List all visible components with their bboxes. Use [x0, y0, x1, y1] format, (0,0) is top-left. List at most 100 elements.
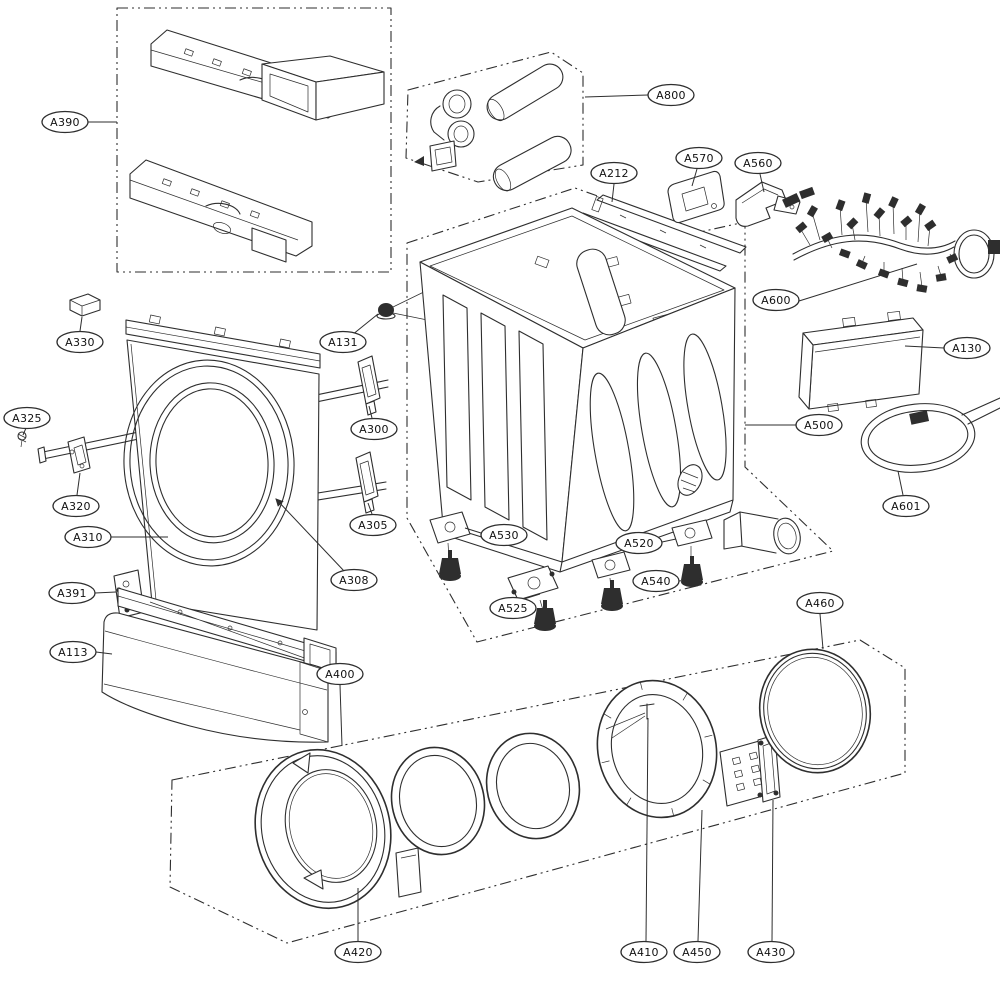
callout-A500: A500 [795, 413, 843, 437]
callout-A325: A325 [3, 406, 51, 430]
door-inner-frame-art [596, 679, 718, 819]
rod-brackets-art [17, 355, 381, 514]
callout-label: A320 [61, 500, 91, 513]
callout-A308: A308 [330, 568, 378, 592]
leader-line-A325 [22, 427, 27, 436]
callout-A400: A400 [316, 662, 364, 686]
lower-frame-art [113, 569, 337, 677]
front-panel-art [123, 314, 321, 631]
leader-line-A430 [771, 799, 774, 942]
callout-A520: A520 [615, 531, 663, 555]
door-glass-ring-art [485, 732, 581, 840]
callout-label: A520 [624, 537, 654, 550]
callout-A430: A430 [747, 940, 795, 964]
leader-line-A520 [661, 538, 677, 543]
base-brackets-art [429, 511, 713, 611]
callout-label: A212 [599, 167, 629, 180]
callout-label: A330 [65, 336, 95, 349]
cover-plate-art [667, 170, 725, 224]
callout-A390: A390 [41, 110, 89, 134]
frame-group-dashed-box [116, 7, 392, 273]
callout-label: A305 [358, 519, 388, 532]
leader-line-A320 [76, 472, 81, 496]
callout-label: A390 [50, 116, 80, 129]
leader-line-A525 [523, 593, 541, 600]
exhaust-duct-dashed-box [405, 51, 584, 183]
callout-A560: A560 [734, 151, 782, 175]
clip-art [69, 293, 101, 317]
leader-line-A130 [904, 345, 945, 349]
leader-line-A570 [691, 168, 698, 187]
leader-line-A530 [464, 527, 482, 534]
control-box-art [798, 310, 924, 412]
exhaust-duct-art [414, 63, 572, 192]
callout-A410: A410 [620, 940, 668, 964]
leader-line-A308 [275, 498, 346, 573]
cabinet-art [419, 207, 801, 573]
door-hinge-art [719, 734, 781, 807]
callout-label: A400 [325, 668, 355, 681]
callout-A310: A310 [64, 525, 112, 549]
callout-label: A308 [339, 574, 369, 587]
callout-label: A391 [57, 587, 87, 600]
leader-line-A113 [95, 651, 113, 655]
callout-A131: A131 [319, 330, 367, 354]
leader-line-A410 [645, 717, 649, 942]
callout-label: A450 [682, 946, 712, 959]
callout-label: A310 [73, 531, 103, 544]
callout-label: A430 [756, 946, 786, 959]
callout-A391: A391 [48, 581, 96, 605]
callout-A450: A450 [673, 940, 721, 964]
callout-label: A530 [489, 529, 519, 542]
callout-label: A800 [656, 89, 686, 102]
callout-A305: A305 [349, 513, 397, 537]
leader-line-A601 [897, 470, 904, 496]
callout-A460: A460 [796, 591, 844, 615]
leader-line-A212 [611, 183, 615, 203]
harness-connectors [782, 186, 959, 293]
callout-label: A460 [805, 597, 835, 610]
callout-A212: A212 [590, 161, 638, 185]
door-group-dashed-box [169, 639, 906, 944]
callout-label: A325 [12, 412, 42, 425]
leader-line-A540 [678, 579, 688, 582]
leader-line-A600 [798, 263, 918, 302]
callout-A601: A601 [882, 494, 930, 518]
power-cord-art [860, 397, 1000, 473]
door-outer-frame-art [254, 748, 422, 910]
callout-A530: A530 [480, 523, 528, 547]
leader-line-A450 [697, 809, 703, 942]
callout-A130: A130 [943, 336, 991, 360]
callout-label: A113 [58, 646, 88, 659]
leader-line-A560 [759, 173, 765, 193]
callout-A570: A570 [675, 146, 723, 170]
callout-label: A560 [743, 157, 773, 170]
callout-label: A600 [761, 294, 791, 307]
callout-label: A525 [498, 602, 528, 615]
callout-label: A131 [328, 336, 358, 349]
callout-label: A601 [891, 500, 921, 513]
callout-A113: A113 [49, 640, 97, 664]
callout-label: A300 [359, 423, 389, 436]
callout-A540: A540 [632, 569, 680, 593]
wire-harness-art [782, 186, 1000, 293]
callout-label: A500 [804, 419, 834, 432]
leader-line-A131 [351, 313, 379, 336]
callout-A300: A300 [350, 417, 398, 441]
callout-label: A410 [629, 946, 659, 959]
callout-label: A570 [684, 152, 714, 165]
door-gasket-art [758, 648, 872, 774]
leader-line-A305 [367, 502, 373, 515]
callout-A600: A600 [752, 288, 800, 312]
kick-panel-art [101, 612, 329, 743]
door-assembly-art [254, 648, 872, 910]
leader-line-A800 [584, 94, 649, 98]
leader-line-A400 [339, 684, 343, 747]
callout-A525: A525 [489, 596, 537, 620]
leveling-feet-art [439, 550, 703, 631]
top-rail-art [576, 194, 747, 272]
drawer-rail-assembly-art [129, 29, 385, 263]
